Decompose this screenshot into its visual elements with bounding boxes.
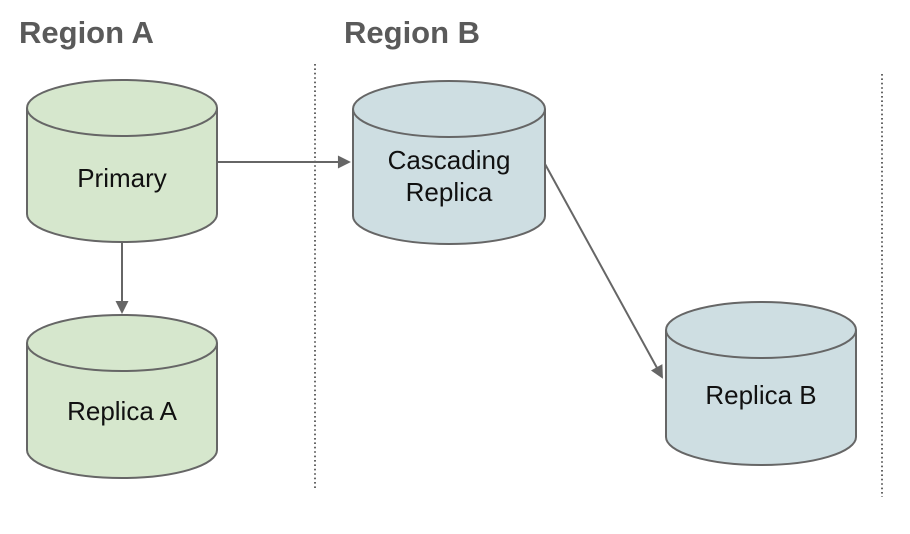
db-node-primary: Primary bbox=[26, 79, 218, 243]
cascading-replica-cylinder-body bbox=[352, 109, 546, 245]
cascading-replica-label-line1: Cascading bbox=[388, 145, 511, 175]
replication-arrows bbox=[115, 155, 663, 379]
region-b-heading: Region B bbox=[344, 15, 480, 50]
replica-b-label: Replica B bbox=[705, 380, 816, 410]
db-node-replica-b: Replica B bbox=[665, 301, 857, 466]
primary-label: Primary bbox=[77, 163, 167, 193]
primary-cylinder-body bbox=[26, 108, 218, 243]
replica-a-label: Replica A bbox=[67, 396, 177, 426]
arrow-cascading-replica-to-replica-b bbox=[544, 163, 663, 379]
db-node-replica-a: Replica A bbox=[26, 314, 218, 479]
replica-b-cylinder-body bbox=[665, 330, 857, 466]
cascading-replica-label-line2: Replica bbox=[406, 177, 493, 207]
primary-cylinder-top bbox=[26, 79, 218, 137]
cascading-replica-cylinder-top bbox=[352, 80, 546, 138]
region-a-heading: Region A bbox=[19, 15, 154, 50]
replica-a-cylinder-body bbox=[26, 343, 218, 479]
replica-a-cylinder-top bbox=[26, 314, 218, 372]
replica-b-cylinder-top bbox=[665, 301, 857, 359]
db-node-cascading-replica: Cascading Replica bbox=[352, 80, 546, 245]
